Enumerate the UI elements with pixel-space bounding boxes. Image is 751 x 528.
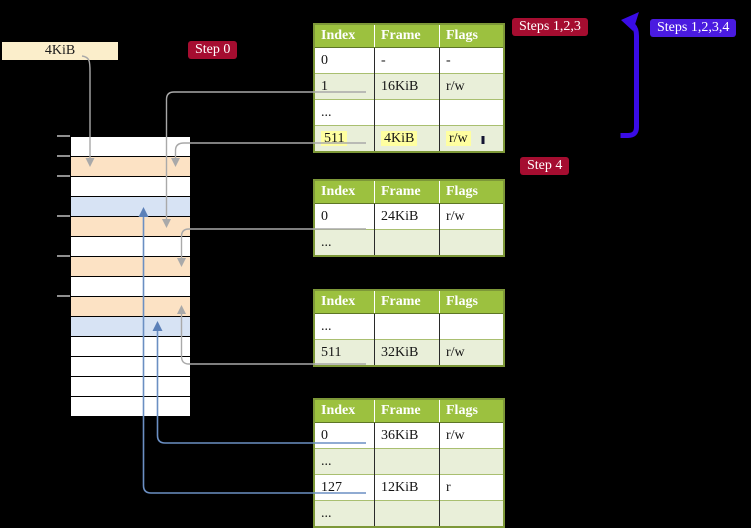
highlight: 4KiB — [381, 130, 418, 146]
memory-row-13 — [71, 397, 190, 416]
column-header-index: Index — [314, 399, 375, 423]
memory-tick — [57, 135, 70, 137]
table-row: 1 16KiB r/w — [314, 73, 504, 100]
table-row: ... — [314, 313, 504, 340]
badge-step-0: Step 0 — [188, 41, 238, 59]
page-table-2: Index Frame Flags 0 24KiB r/w ... — [313, 179, 505, 257]
table-row: 0 - - — [314, 47, 504, 74]
memory-row-4 — [71, 217, 190, 237]
memory-row-2 — [71, 177, 190, 197]
column-header-frame: Frame — [374, 24, 440, 48]
memory-row-3 — [71, 197, 190, 217]
column-header-frame: Frame — [374, 290, 440, 314]
memory-row-7 — [71, 277, 190, 297]
highlight: 511 — [321, 130, 348, 146]
memory-row-1 — [71, 157, 190, 177]
cell-index: ... — [314, 313, 375, 340]
cell-flags: r/w — [439, 422, 504, 449]
memory-tick — [57, 215, 70, 217]
badge-steps-1-2-3-4: Steps 1,2,3,4 — [650, 19, 737, 37]
cell-index: ... — [314, 229, 375, 256]
column-header-flags: Flags — [439, 399, 504, 423]
cell-index: ... — [314, 500, 375, 527]
table-row-highlighted: 511 4KiB r/w — [314, 125, 504, 152]
table-row: ... — [314, 448, 504, 475]
cell-frame — [374, 229, 440, 256]
table-row: 127 12KiB r — [314, 474, 504, 501]
column-header-flags: Flags — [439, 290, 504, 314]
cell-flags: r/w — [439, 339, 504, 366]
page-table-1: Index Frame Flags 0 - - 1 16KiB r/w ... … — [313, 23, 505, 153]
column-header-flags: Flags — [439, 180, 504, 204]
memory-row-12 — [71, 377, 190, 397]
memory-tick — [57, 255, 70, 257]
column-header-frame: Frame — [374, 180, 440, 204]
badge-step-4: Step 4 — [520, 157, 570, 175]
cell-frame — [374, 500, 440, 527]
cell-flags — [439, 99, 504, 126]
cell-index: 511 — [314, 125, 375, 152]
memory-tick — [57, 155, 70, 157]
memory-row-6 — [71, 257, 190, 277]
cell-index: 127 — [314, 474, 375, 501]
page-table-4: Index Frame Flags 0 36KiB r/w ... 127 12… — [313, 398, 505, 528]
column-header-flags: Flags — [439, 24, 504, 48]
cell-flags — [439, 448, 504, 475]
column-header-index: Index — [314, 24, 375, 48]
cell-frame: 24KiB — [374, 203, 440, 230]
memory-tick — [57, 175, 70, 177]
table-row: ... — [314, 500, 504, 527]
cell-flags — [439, 313, 504, 340]
page-size-label: 4KiB — [2, 42, 118, 60]
memory-row-10 — [71, 337, 190, 357]
cell-index: 0 — [314, 47, 375, 74]
table-row: ... — [314, 229, 504, 256]
cell-index: ... — [314, 99, 375, 126]
cell-frame: 4KiB — [374, 125, 440, 152]
cell-flags: r/w — [439, 125, 504, 152]
arrowhead-left-icon — [621, 12, 639, 31]
cell-frame: 12KiB — [374, 474, 440, 501]
steps-loop-arrow — [620, 21, 639, 138]
cell-frame: - — [374, 47, 440, 74]
cell-frame — [374, 313, 440, 340]
cell-frame — [374, 448, 440, 475]
cell-index: ... — [314, 448, 375, 475]
page-table-3: Index Frame Flags ... 511 32KiB r/w — [313, 289, 505, 367]
table-row: 511 32KiB r/w — [314, 339, 504, 366]
memory-row-0 — [71, 137, 190, 157]
cell-index: 0 — [314, 203, 375, 230]
table-row: 0 36KiB r/w — [314, 422, 504, 449]
cell-index: 0 — [314, 422, 375, 449]
table-row: 0 24KiB r/w — [314, 203, 504, 230]
cell-flags: r/w — [439, 203, 504, 230]
memory-row-11 — [71, 357, 190, 377]
badge-steps-1-2-3: Steps 1,2,3 — [512, 18, 588, 36]
cell-frame: 36KiB — [374, 422, 440, 449]
cell-index: 511 — [314, 339, 375, 366]
highlight: r/w — [446, 130, 471, 146]
cell-flags: r/w — [439, 73, 504, 100]
column-header-frame: Frame — [374, 399, 440, 423]
table-row: ... — [314, 99, 504, 126]
column-header-index: Index — [314, 290, 375, 314]
physical-memory-column — [70, 136, 191, 417]
cell-frame: 16KiB — [374, 73, 440, 100]
cell-flags — [439, 500, 504, 527]
memory-row-5 — [71, 237, 190, 257]
column-header-index: Index — [314, 180, 375, 204]
cell-frame: 32KiB — [374, 339, 440, 366]
memory-row-9 — [71, 317, 190, 337]
memory-row-8 — [71, 297, 190, 317]
cell-index: 1 — [314, 73, 375, 100]
cell-frame — [374, 99, 440, 126]
memory-tick — [57, 295, 70, 297]
cell-flags — [439, 229, 504, 256]
cell-flags: - — [439, 47, 504, 74]
cell-flags: r — [439, 474, 504, 501]
